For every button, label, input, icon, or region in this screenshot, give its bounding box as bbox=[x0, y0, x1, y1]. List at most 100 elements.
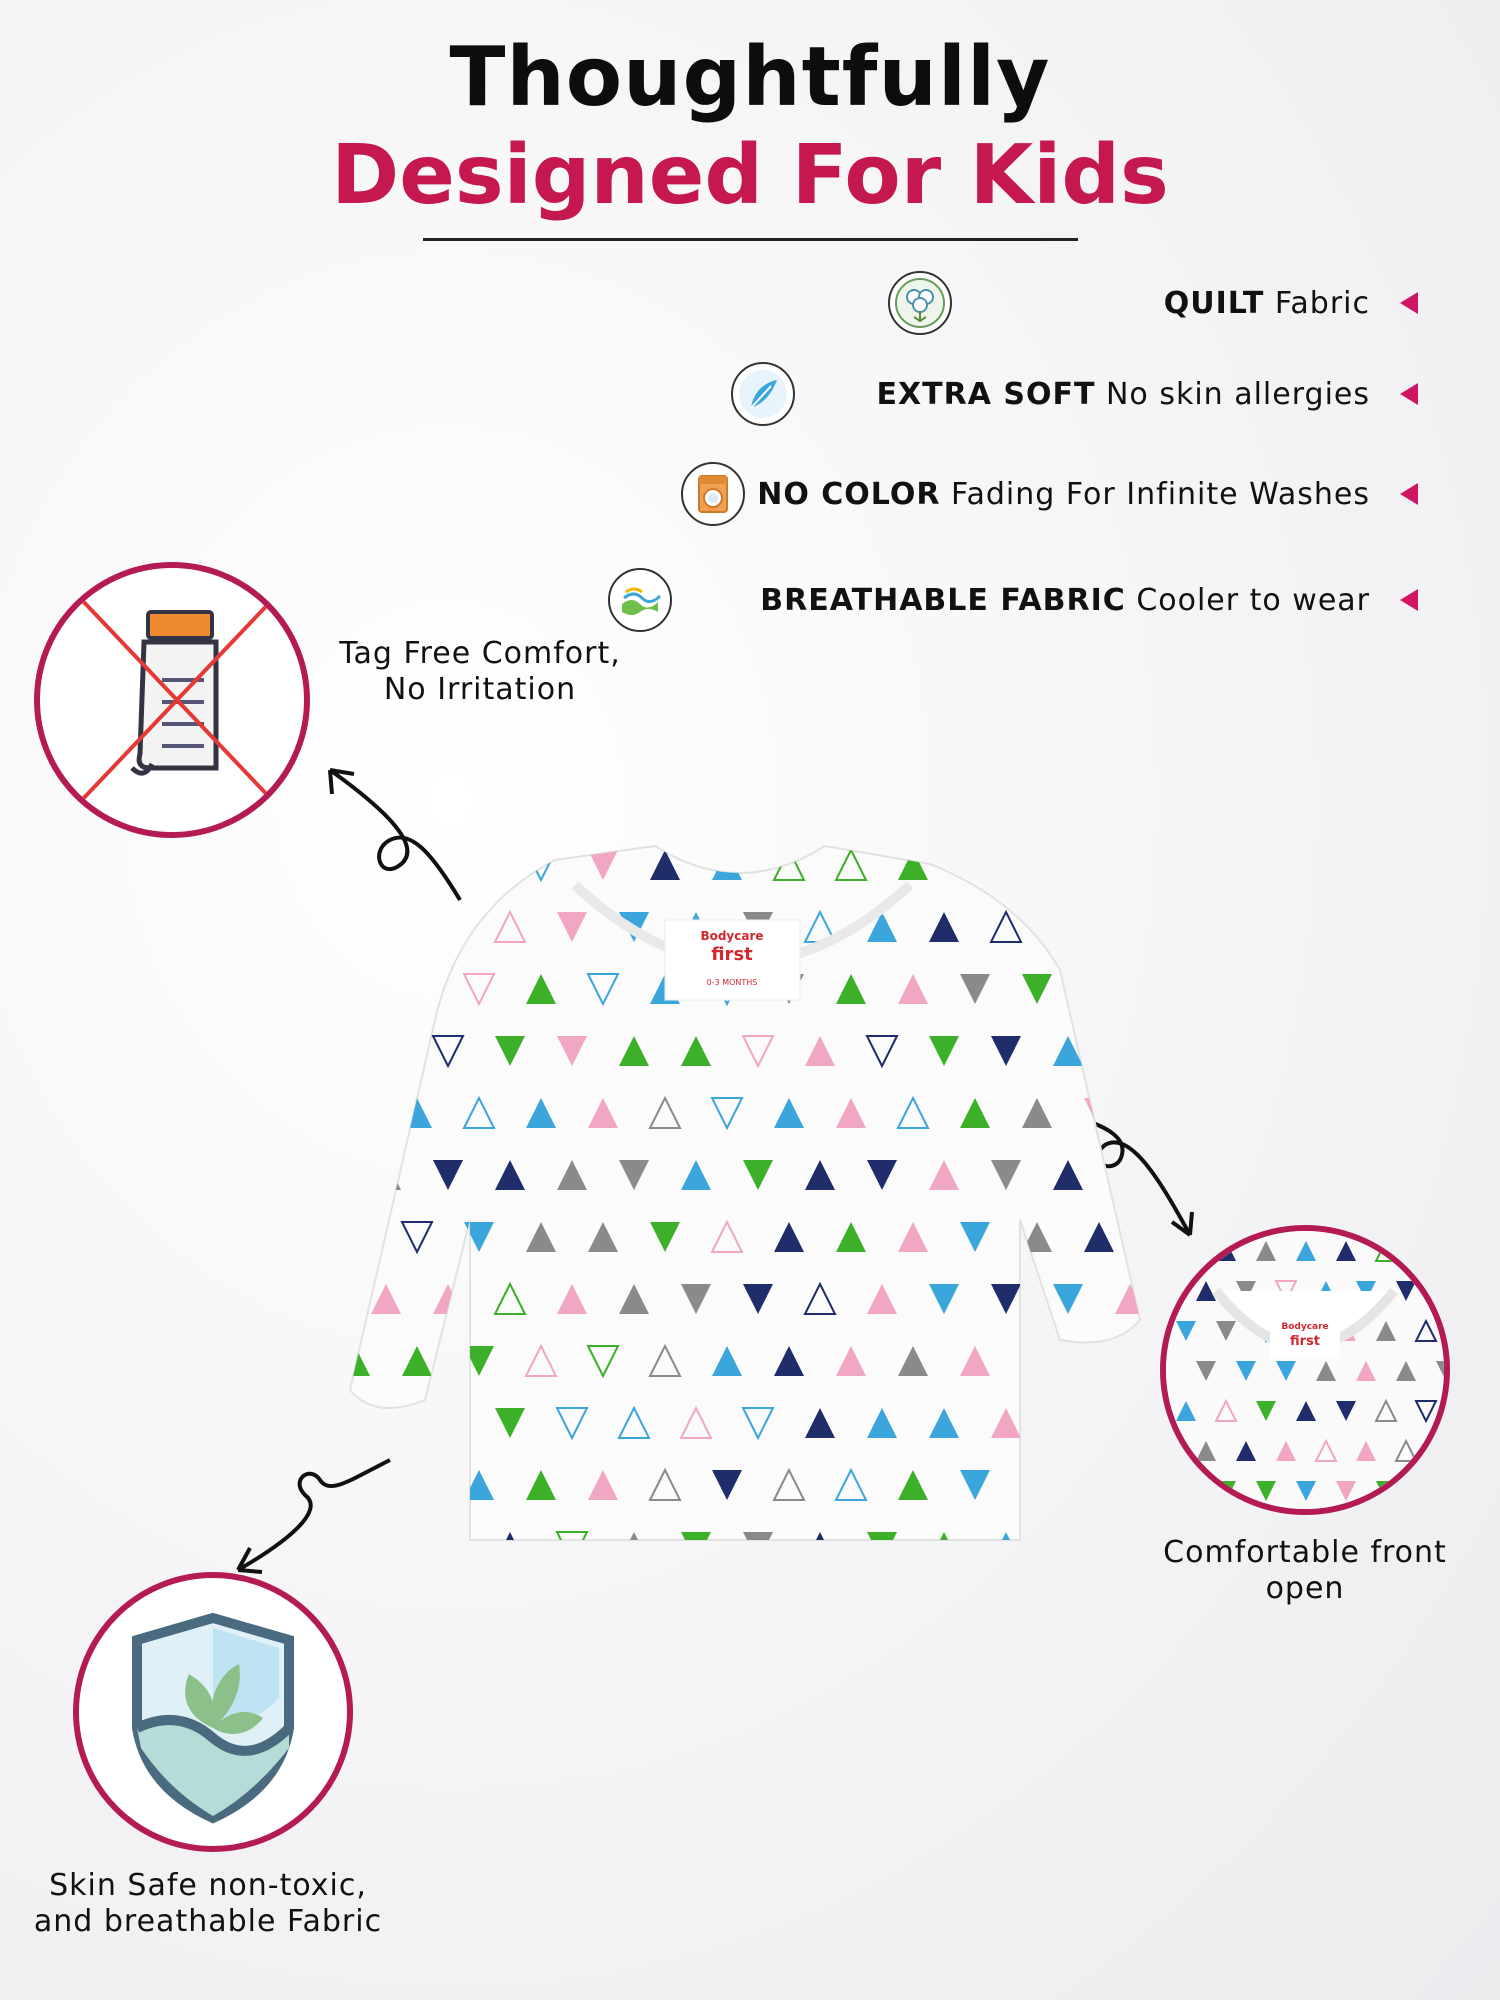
garment-closeup: Bodycare first bbox=[1166, 1231, 1444, 1509]
print-triangle bbox=[588, 1222, 618, 1252]
print-triangle bbox=[1146, 1470, 1150, 1500]
print-triangle bbox=[710, 1097, 744, 1131]
print-triangle bbox=[991, 1284, 1021, 1314]
feature-row-quilt: QUILT Fabric bbox=[887, 271, 1418, 335]
print-triangle bbox=[1146, 1098, 1150, 1128]
print-triangle bbox=[1084, 850, 1114, 880]
title-divider bbox=[423, 238, 1078, 241]
print-triangle bbox=[648, 1467, 682, 1501]
print-triangle bbox=[1022, 974, 1052, 1004]
feature-text: Fading For Infinite Washes bbox=[940, 476, 1370, 512]
print-triangle bbox=[1053, 1408, 1083, 1438]
no-tag-icon bbox=[78, 596, 276, 804]
feature-row-no-color-fading: NO COLOR Fading For Infinite Washes bbox=[681, 462, 1418, 526]
print-triangle bbox=[648, 1343, 682, 1377]
print-triangle bbox=[1436, 1361, 1444, 1377]
label-brand: Bodycare bbox=[700, 929, 763, 943]
print-triangle bbox=[989, 909, 1023, 943]
print-triangle bbox=[1022, 1222, 1052, 1252]
print-triangle bbox=[369, 1531, 403, 1540]
print-triangle bbox=[1176, 1401, 1196, 1421]
print-triangle bbox=[772, 1467, 806, 1501]
print-triangle bbox=[929, 1036, 959, 1066]
print-triangle bbox=[898, 974, 928, 1004]
print-triangle bbox=[433, 1408, 463, 1438]
print-triangle bbox=[1084, 974, 1114, 1004]
print-triangle bbox=[1396, 1281, 1416, 1301]
label-brand: Bodycare bbox=[1281, 1322, 1328, 1332]
feature-bold: QUILT bbox=[1163, 285, 1265, 321]
print-triangle bbox=[805, 1408, 835, 1438]
pointer-icon bbox=[1400, 483, 1418, 505]
print-triangle bbox=[1236, 1361, 1256, 1381]
print-triangle bbox=[1053, 1036, 1083, 1066]
print-triangle bbox=[1356, 1441, 1376, 1461]
pointer-icon bbox=[1400, 292, 1418, 314]
product-shirt-image: Bodycare first 0-3 MONTHS bbox=[348, 844, 1150, 1541]
print-triangle bbox=[1216, 1321, 1236, 1341]
print-triangle bbox=[350, 1222, 370, 1252]
print-triangle bbox=[1146, 974, 1150, 1004]
print-triangle bbox=[743, 1160, 773, 1190]
print-triangle bbox=[1416, 1241, 1436, 1261]
print-triangle bbox=[402, 1470, 432, 1500]
label-sub: first bbox=[1290, 1334, 1320, 1349]
print-triangle bbox=[929, 1408, 959, 1438]
print-triangle bbox=[464, 1470, 494, 1500]
print-triangle bbox=[1113, 1157, 1140, 1191]
feature-bold: EXTRA SOFT bbox=[876, 376, 1096, 412]
print-triangle bbox=[1396, 1361, 1416, 1381]
page-subtitle: Designed For Kids bbox=[331, 128, 1169, 223]
print-triangle bbox=[836, 1346, 866, 1376]
pointer-icon bbox=[1400, 589, 1418, 611]
print-triangle bbox=[712, 1470, 742, 1500]
print-triangle bbox=[679, 1405, 713, 1439]
label-sub: first bbox=[711, 944, 753, 965]
print-triangle bbox=[1053, 1284, 1083, 1314]
print-triangle bbox=[803, 1281, 837, 1315]
feature-bold: NO COLOR bbox=[757, 476, 941, 512]
print-triangle bbox=[991, 1408, 1021, 1438]
print-triangle bbox=[462, 973, 496, 1007]
print-triangle bbox=[493, 909, 527, 943]
print-triangle bbox=[400, 1221, 434, 1255]
washing-machine-icon bbox=[681, 462, 746, 526]
print-triangle bbox=[1146, 1346, 1150, 1376]
print-triangle bbox=[464, 1346, 494, 1376]
print-triangle bbox=[867, 1532, 897, 1540]
print-triangle bbox=[929, 1160, 959, 1190]
print-triangle bbox=[898, 1222, 928, 1252]
print-triangle bbox=[960, 1470, 990, 1500]
print-triangle bbox=[898, 1346, 928, 1376]
caption-line: Tag Free Comfort, bbox=[339, 636, 621, 671]
print-triangle bbox=[867, 1408, 897, 1438]
print-triangle bbox=[991, 1160, 1021, 1190]
print-triangle bbox=[1176, 1321, 1196, 1341]
print-triangle bbox=[619, 1284, 649, 1314]
caption-line: and breathable Fabric bbox=[33, 1904, 383, 1939]
print-triangle bbox=[1214, 1398, 1238, 1422]
print-triangle bbox=[555, 1407, 589, 1441]
print-triangle bbox=[1276, 1441, 1296, 1461]
front-open-circle: Bodycare first bbox=[1160, 1225, 1450, 1515]
print-triangle bbox=[586, 973, 620, 1007]
print-triangle bbox=[1084, 1346, 1114, 1376]
print-triangle bbox=[929, 912, 959, 942]
print-triangle bbox=[1084, 1470, 1114, 1500]
print-triangle bbox=[619, 1160, 649, 1190]
print-triangle bbox=[1414, 1400, 1438, 1424]
print-triangle bbox=[588, 850, 618, 880]
front-open-caption: Comfortable front open bbox=[1120, 1535, 1490, 1607]
print-triangle bbox=[495, 1408, 525, 1438]
print-triangle bbox=[836, 1222, 866, 1252]
print-triangle bbox=[774, 1222, 804, 1252]
print-triangle bbox=[524, 1343, 558, 1377]
print-triangle bbox=[1296, 1481, 1316, 1501]
feather-soft-icon bbox=[730, 362, 795, 426]
caption-line: Skin Safe non-toxic, bbox=[49, 1868, 367, 1903]
print-triangle bbox=[929, 1284, 959, 1314]
print-triangle bbox=[1316, 1361, 1336, 1381]
breathable-fabric-icon bbox=[608, 568, 673, 632]
print-triangle bbox=[898, 850, 928, 880]
print-triangle bbox=[650, 850, 680, 880]
